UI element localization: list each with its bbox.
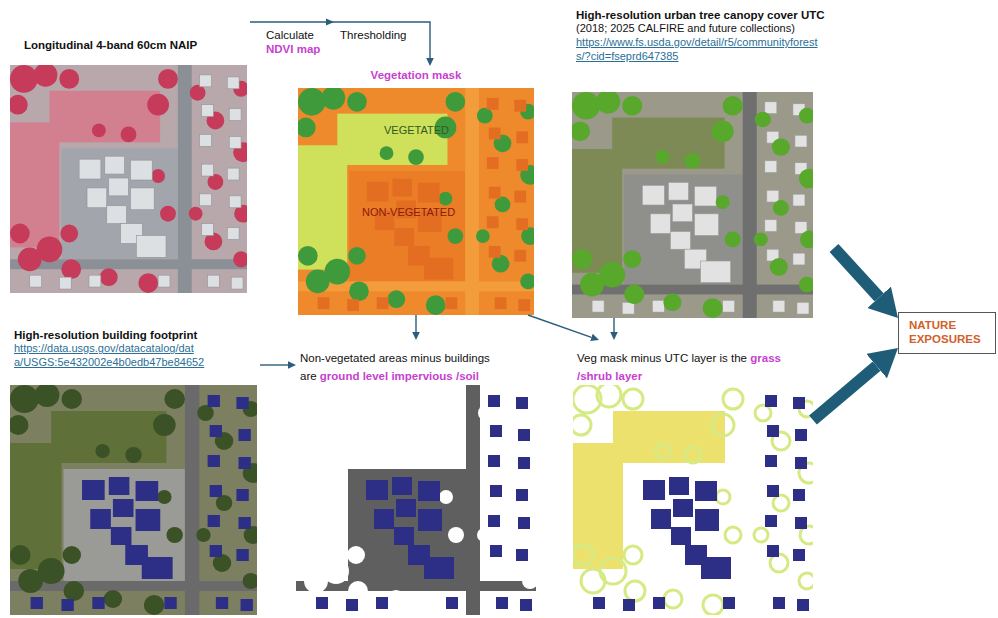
flow-arrow <box>613 318 614 332</box>
naip-image <box>8 63 253 293</box>
panel-caption: Longitudinal 4-band 60cm NAIP <box>24 38 246 52</box>
step-label: Thresholding <box>340 28 406 42</box>
flow-block-arrow <box>834 248 879 297</box>
step-label: NDVI map <box>266 42 320 56</box>
shrub-ring <box>571 383 819 615</box>
output-box: NATURE EXPOSURES <box>898 312 996 354</box>
panel-caption: High-resolution building footprint <box>14 328 258 342</box>
class-label: NON-VEGETATED <box>362 206 455 220</box>
flow-arrow <box>260 364 288 365</box>
image-ground <box>573 385 813 615</box>
building-footprint <box>593 395 809 611</box>
flow-block-arrow <box>813 366 877 420</box>
panel-caption: (2018; 2025 CALFIRE and future collectio… <box>576 22 832 36</box>
panel-caption: ground level impervious /soil <box>320 370 479 382</box>
grass-image <box>571 383 819 615</box>
impervious-image <box>294 383 542 615</box>
tree-canopy <box>296 86 540 315</box>
building <box>30 75 243 289</box>
source-link: https://data.usgs.gov/datacatalog/dat a/… <box>14 342 258 370</box>
flow-arrow <box>528 315 591 337</box>
flow-arrow <box>250 22 430 58</box>
tree-canopy <box>570 90 819 318</box>
ndvi-image <box>296 86 540 315</box>
panel-caption: Veg mask minus UTC layer is the <box>577 352 747 364</box>
building-footprint <box>31 395 253 611</box>
building <box>318 98 530 311</box>
flow-arrow <box>415 315 416 332</box>
image-panel: High-resolution building footprinthttps:… <box>10 326 260 617</box>
panel-caption: Vegetation mask <box>302 68 530 82</box>
panel-caption: High-resolution urban tree canopy cover … <box>576 8 832 22</box>
image-panel: Longitudinal 4-band 60cm NAIP <box>10 16 250 293</box>
image-panel: Vegetation mask <box>298 66 534 315</box>
step-label: Calculate <box>266 28 314 42</box>
footprint-image <box>8 383 263 615</box>
image-panel: High-resolution urban tree canopy cover … <box>572 6 834 318</box>
building-footprint <box>316 395 532 611</box>
utc-image <box>570 90 819 318</box>
image-panel: Non-vegetated areas minus buildings areg… <box>296 340 536 617</box>
tree-gap <box>294 383 542 615</box>
class-label: VEGETATED <box>384 124 449 138</box>
tree-canopy <box>8 383 263 615</box>
panel-caption: NATURE EXPOSURES <box>909 318 989 347</box>
tree-canopy <box>8 63 253 293</box>
image-panel: Veg mask minus UTC layer is thegrass /sh… <box>573 340 813 617</box>
source-link: https://www.fs.usda.gov/detail/r5/commun… <box>576 36 832 64</box>
